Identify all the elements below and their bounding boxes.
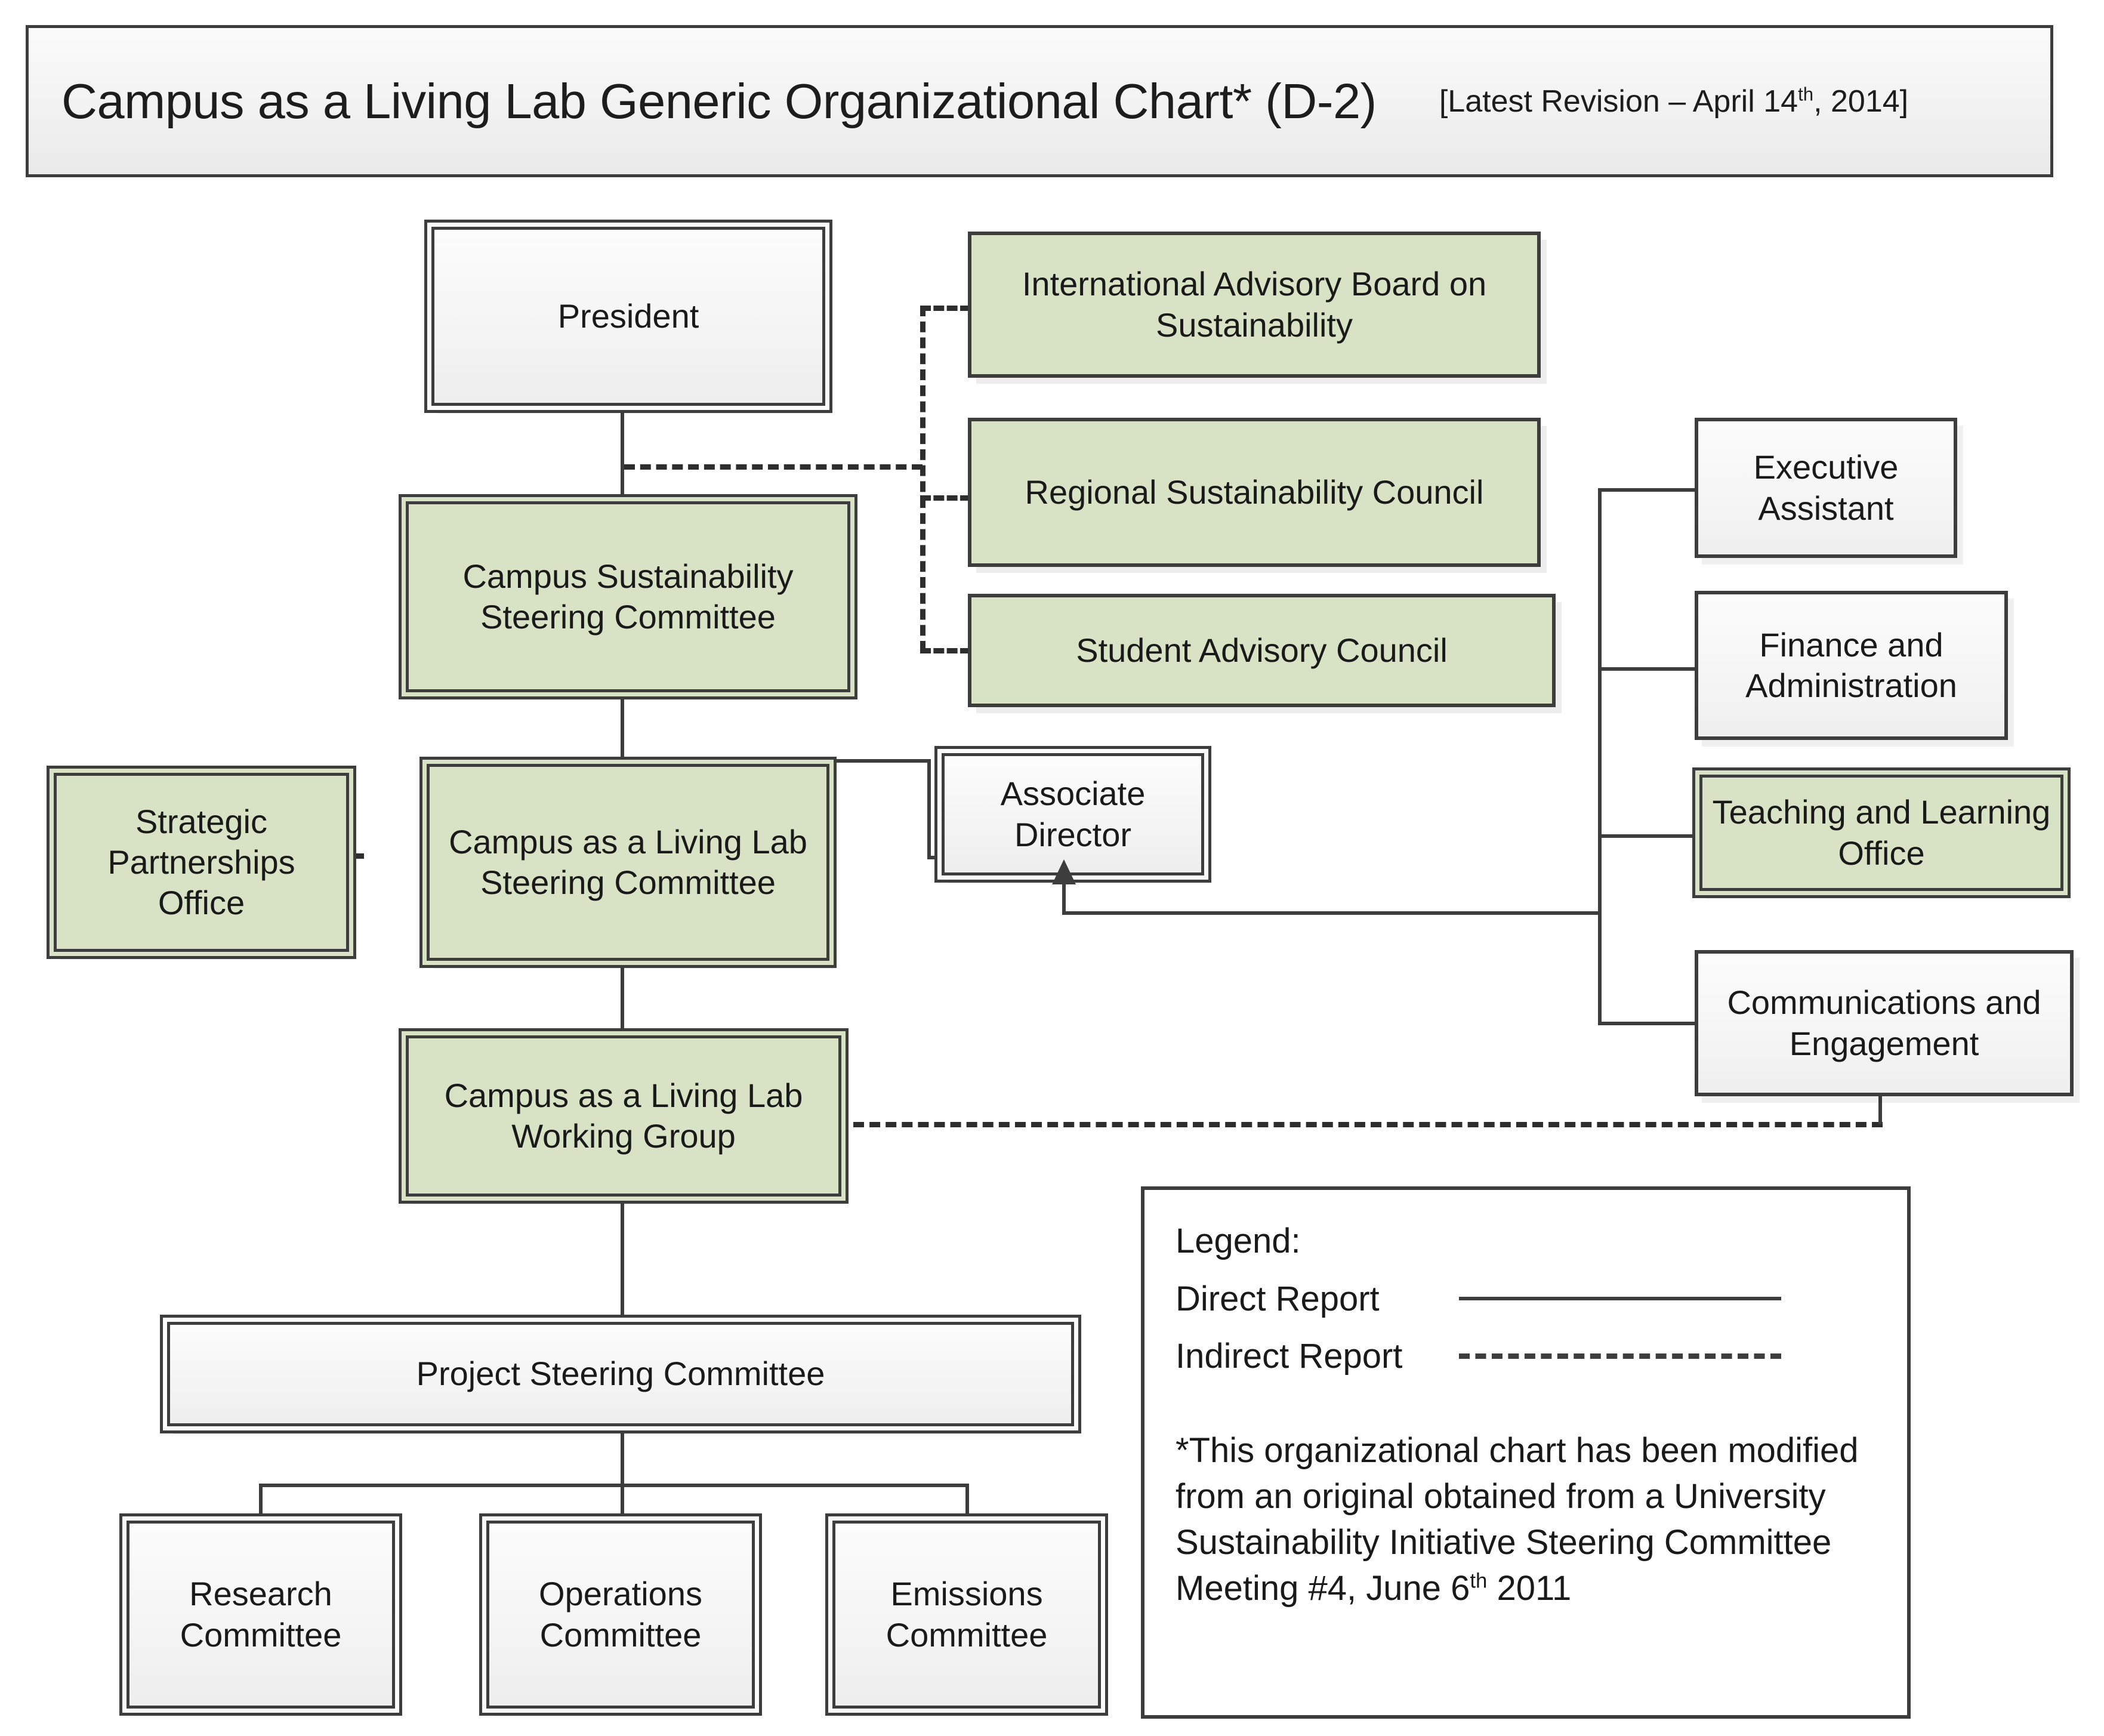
connector-to-executive-assistant [1598, 488, 1696, 492]
connector-indirect-advisory-bus [920, 306, 925, 652]
legend-row-direct: Direct Report [1176, 1270, 1907, 1327]
node-associate-director[interactable]: Associate Director [942, 753, 1204, 875]
legend-direct-label: Direct Report [1176, 1279, 1380, 1318]
chart-title-bar: Campus as a Living Lab Generic Organizat… [26, 25, 2053, 177]
node-communications-and-engagement[interactable]: Communications and Engagement [1695, 950, 2074, 1096]
node-regional-sustainability-council[interactable]: Regional Sustainability Council [968, 418, 1541, 567]
connector-indirect-workinggroup [853, 1122, 1883, 1127]
node-student-advisory-council-label: Student Advisory Council [1076, 631, 1448, 669]
connector-to-communications [1598, 1022, 1696, 1025]
node-associate-director-label: Associate Director [1000, 775, 1146, 853]
connector-psc-to-emissions [965, 1484, 969, 1518]
connector-rightcolumn-bus [1598, 488, 1602, 1025]
connector-indirect-president-bus [624, 464, 923, 470]
node-call-working-group[interactable]: Campus as a Living Lab Working Group [406, 1035, 841, 1197]
node-project-steering-committee-label: Project Steering Committee [416, 1355, 825, 1393]
node-strategic-partnerships-office[interactable]: Strategic Partnerships Office [54, 773, 349, 952]
node-executive-assistant[interactable]: Executive Assistant [1695, 418, 1957, 558]
node-call-steering-committee[interactable]: Campus as a Living Lab Steering Committe… [427, 764, 829, 961]
connector-psc-bus [259, 1484, 969, 1487]
node-emissions-committee[interactable]: Emissions Committee [832, 1521, 1101, 1709]
node-research-committee[interactable]: Research Committee [127, 1521, 395, 1709]
node-call-working-group-label: Campus as a Living Lab Working Group [444, 1076, 803, 1155]
node-call-steering-committee-label: Campus as a Living Lab Steering Committe… [449, 822, 807, 901]
node-finance-and-administration-label: Finance and Administration [1745, 625, 1957, 704]
node-executive-assistant-label: Executive Assistant [1753, 448, 1899, 527]
connector-president-to-cssc [621, 465, 624, 513]
node-teaching-and-learning-office[interactable]: Teaching and Learning Office [1699, 775, 2063, 891]
node-emissions-committee-label: Emissions Committee [886, 1575, 1048, 1654]
legend-box: Legend: Direct Report Indirect Report *T… [1141, 1186, 1911, 1719]
node-president[interactable]: President [431, 227, 825, 406]
node-student-advisory-council[interactable]: Student Advisory Council [968, 594, 1556, 707]
connector-assoc-arrow-stem [1062, 882, 1066, 915]
node-operations-committee[interactable]: Operations Committee [486, 1521, 755, 1709]
connector-to-finance [1598, 667, 1696, 671]
node-finance-and-administration[interactable]: Finance and Administration [1695, 591, 2008, 740]
connector-president-down [621, 412, 624, 465]
page-title: Campus as a Living Lab Generic Organizat… [61, 73, 1377, 129]
arrow-up-icon [1052, 859, 1076, 884]
legend-row-indirect: Indirect Report [1176, 1327, 1907, 1385]
node-campus-sustainability-steering-committee[interactable]: Campus Sustainability Steering Committee [406, 501, 850, 692]
node-president-label: President [557, 297, 699, 335]
node-strategic-partnerships-office-label: Strategic Partnerships Office [107, 802, 295, 922]
connector-indirect-to-international-board [920, 306, 971, 311]
connector-callsc-down [621, 958, 624, 1036]
connector-rightbus-to-assoc [1062, 911, 1602, 915]
node-international-advisory-board-label: International Advisory Board on Sustaina… [1022, 265, 1487, 344]
node-international-advisory-board[interactable]: International Advisory Board on Sustaina… [968, 232, 1541, 378]
connector-psc-to-research [259, 1484, 263, 1518]
node-research-committee-label: Research Committee [180, 1575, 342, 1654]
node-communications-and-engagement-label: Communications and Engagement [1727, 983, 2041, 1062]
connector-workinggroup-down [621, 1191, 624, 1322]
node-teaching-and-learning-office-label: Teaching and Learning Office [1712, 793, 2051, 872]
connector-psc-down [621, 1420, 624, 1486]
legend-heading: Legend: [1176, 1222, 1301, 1260]
connector-assoc-down [927, 759, 931, 859]
node-regional-sustainability-council-label: Regional Sustainability Council [1025, 473, 1484, 511]
legend-direct-line-sample [1459, 1297, 1781, 1300]
connector-indirect-to-regional-council [920, 495, 971, 501]
legend-indirect-label: Indirect Report [1176, 1336, 1403, 1376]
connector-cssc-to-assoc-horizontal [621, 759, 931, 763]
connector-to-teaching-learning [1598, 834, 1696, 838]
connector-indirect-to-student-council [920, 648, 971, 653]
connector-psc-to-operations [621, 1484, 624, 1518]
node-project-steering-committee[interactable]: Project Steering Committee [167, 1322, 1074, 1426]
revision-stamp: [Latest Revision – April 14th, 2014] [1439, 84, 1909, 119]
node-operations-committee-label: Operations Committee [539, 1575, 702, 1654]
legend-indirect-line-sample [1459, 1353, 1781, 1359]
legend-footnote: *This organizational chart has been modi… [1176, 1431, 1859, 1608]
node-campus-sustainability-steering-committee-label: Campus Sustainability Steering Committee [462, 557, 794, 636]
